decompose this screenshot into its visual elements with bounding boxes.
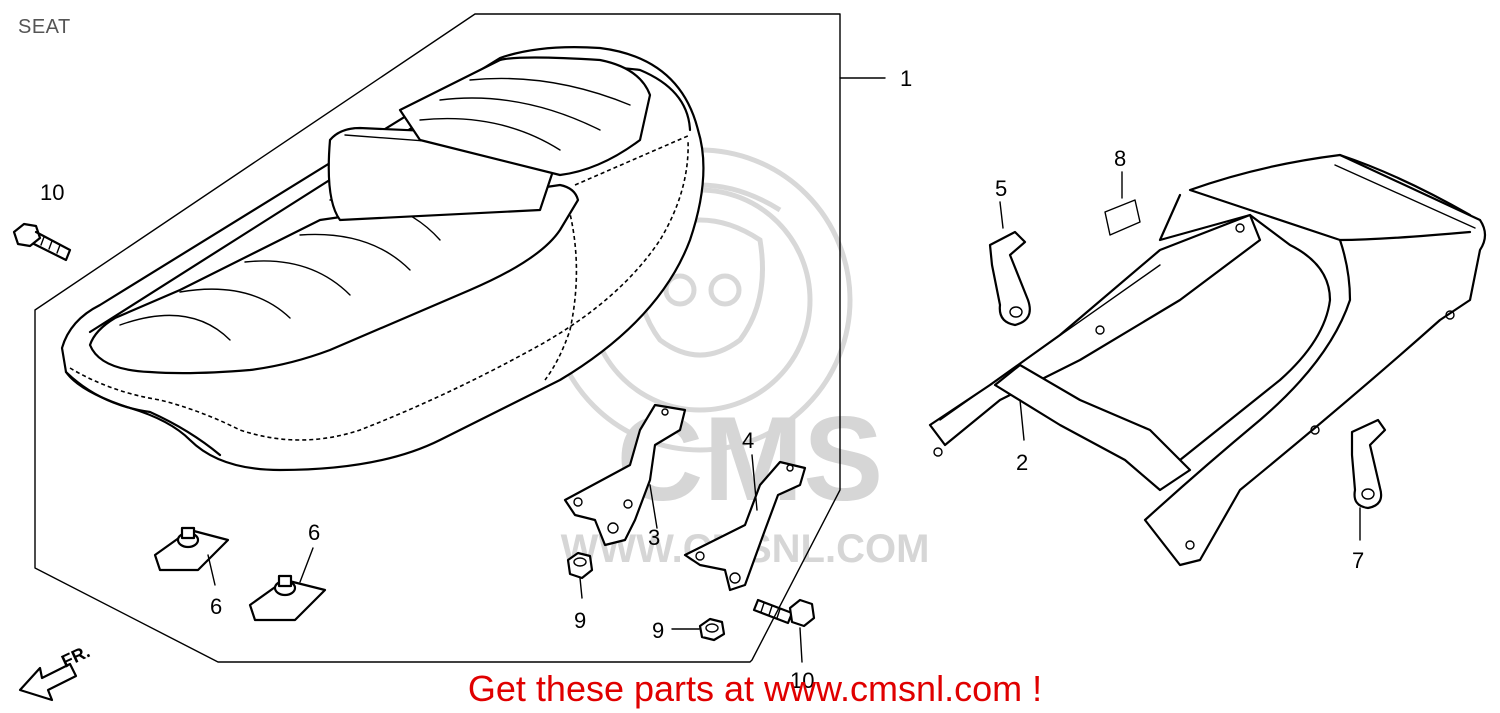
promo-banner[interactable]: Get these parts at www.cmsnl.com ! xyxy=(467,668,1043,709)
callout-7: 7 xyxy=(1352,548,1364,573)
nut-right xyxy=(671,617,726,642)
stay-7 xyxy=(1350,418,1387,541)
callout-1: 1 xyxy=(900,66,912,91)
callout-8: 8 xyxy=(1114,146,1126,171)
callout-3: 3 xyxy=(648,525,660,550)
callout-6-right: 6 xyxy=(308,520,320,545)
callout-10-bottom: 10 xyxy=(790,668,814,693)
callout-4: 4 xyxy=(742,428,754,453)
label-8 xyxy=(1104,171,1141,236)
callout-2: 2 xyxy=(1016,450,1028,475)
callout-5: 5 xyxy=(995,176,1007,201)
bracket-3 xyxy=(563,403,687,547)
stay-5 xyxy=(988,201,1031,327)
assembly-boundary xyxy=(34,13,886,663)
callout-6-left: 6 xyxy=(210,594,222,619)
bolt-bottom xyxy=(752,598,816,663)
bracket-4 xyxy=(683,454,807,592)
rear-cowl xyxy=(928,153,1487,567)
bolt-left xyxy=(12,222,72,262)
seat xyxy=(60,46,705,472)
clip-left xyxy=(153,526,230,586)
callout-9-left: 9 xyxy=(574,608,586,633)
clip-right xyxy=(248,547,327,622)
callout-10-left: 10 xyxy=(40,180,64,205)
callout-9-right: 9 xyxy=(652,618,664,643)
page-title: SEAT xyxy=(18,16,71,38)
nut-left xyxy=(566,551,594,599)
